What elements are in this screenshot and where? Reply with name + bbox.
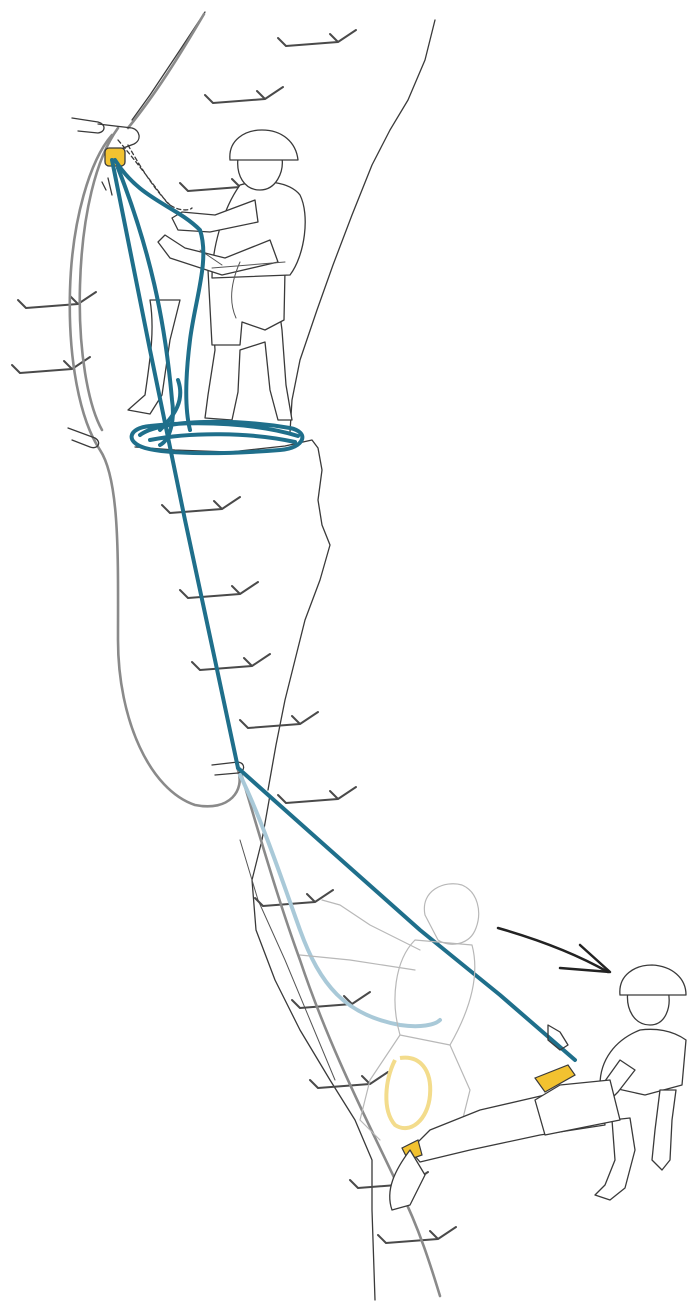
victim-figure (390, 965, 686, 1210)
iron-rung (278, 30, 356, 46)
ghost-climber-torso (395, 940, 475, 1045)
rock-face-outline-left (132, 12, 205, 120)
ghost-harness (386, 1058, 430, 1129)
rock-lower-crack (240, 840, 335, 1080)
carabiner-icon (68, 428, 99, 448)
helmet-icon (620, 965, 686, 995)
iron-rung (162, 497, 240, 513)
iron-rung (255, 890, 333, 906)
iron-rung (12, 357, 90, 373)
anchor-quickdraw (102, 178, 112, 195)
main-rope-to-victim (238, 768, 575, 1060)
backup-rope-strand (80, 128, 118, 430)
motion-arrow-shaft (498, 928, 608, 972)
iron-rung (192, 654, 270, 670)
rock-face-outline-right (290, 20, 435, 432)
iron-rung (205, 87, 283, 103)
iron-rung (240, 712, 318, 728)
carabiner-icon (72, 118, 104, 133)
arrow-right-down-icon (498, 928, 610, 972)
faded-rope (240, 775, 440, 1026)
iron-rung (18, 292, 96, 308)
victim-leg-back (595, 1118, 635, 1200)
ghost-climber-head (424, 884, 478, 944)
main-rope (112, 140, 575, 1060)
iron-rung (278, 787, 356, 803)
victim-arm-right (652, 1090, 676, 1170)
iron-rung (180, 582, 258, 598)
faded-rope-path (240, 775, 440, 1026)
helmet-icon (230, 130, 298, 160)
top-anchor (72, 118, 139, 195)
backup-rope-loop (70, 135, 240, 806)
mid-anchor (68, 428, 244, 775)
